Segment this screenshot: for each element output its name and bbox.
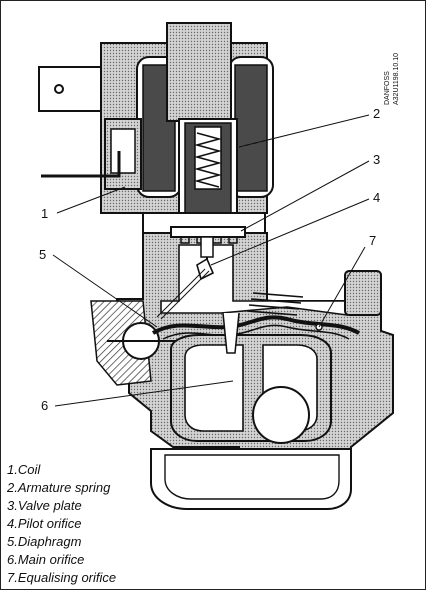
valve-body bbox=[90, 212, 394, 510]
armature-spring bbox=[184, 122, 232, 228]
diaphragm-spring bbox=[246, 292, 304, 316]
leader-line-3 bbox=[240, 160, 370, 232]
legend: 1.Coil 2.Armature spring 3.Valve plate 4… bbox=[7, 461, 116, 587]
callout-2: 2 bbox=[373, 106, 381, 121]
callout-3: 3 bbox=[373, 152, 381, 167]
callout-5: 5 bbox=[39, 247, 47, 262]
diaphragm bbox=[151, 312, 360, 354]
terminal-connector bbox=[38, 66, 106, 112]
legend-item-equalising-orifice: 7.Equalising orifice bbox=[7, 570, 117, 585]
pilot-orifice bbox=[156, 257, 215, 320]
leader-lines bbox=[52, 114, 370, 407]
callout-7: 7 bbox=[369, 233, 377, 248]
callout-4: 4 bbox=[373, 190, 381, 205]
legend-item-main-orifice: 6.Main orifice bbox=[7, 552, 85, 567]
legend-item-diaphragm: 5.Diaphragm bbox=[7, 534, 82, 549]
vendor-brand: DANFOSS bbox=[384, 71, 391, 105]
leader-line-2 bbox=[238, 114, 370, 148]
legend-item-armature-spring: 2.Armature spring bbox=[7, 480, 111, 495]
legend-item-pilot-orifice: 4.Pilot orifice bbox=[7, 516, 82, 531]
vendor-code: A32U1198.10.10 bbox=[393, 52, 400, 105]
cable-gland bbox=[41, 118, 142, 190]
leader-line-6 bbox=[54, 380, 234, 407]
legend-item-coil: 1.Coil bbox=[7, 462, 41, 477]
callout-1: 1 bbox=[41, 206, 49, 221]
coil-winding bbox=[142, 64, 268, 192]
legend-item-valve-plate: 3.Valve plate bbox=[7, 498, 82, 513]
leader-line-5 bbox=[52, 254, 158, 328]
leader-line-1 bbox=[56, 186, 126, 214]
leader-line-7 bbox=[318, 246, 366, 328]
callout-6: 6 bbox=[41, 398, 49, 413]
valve-plate bbox=[170, 226, 246, 258]
vendor-mark: A32U1198.10.10 DANFOSS bbox=[383, 29, 423, 109]
leader-line-4 bbox=[210, 198, 370, 266]
